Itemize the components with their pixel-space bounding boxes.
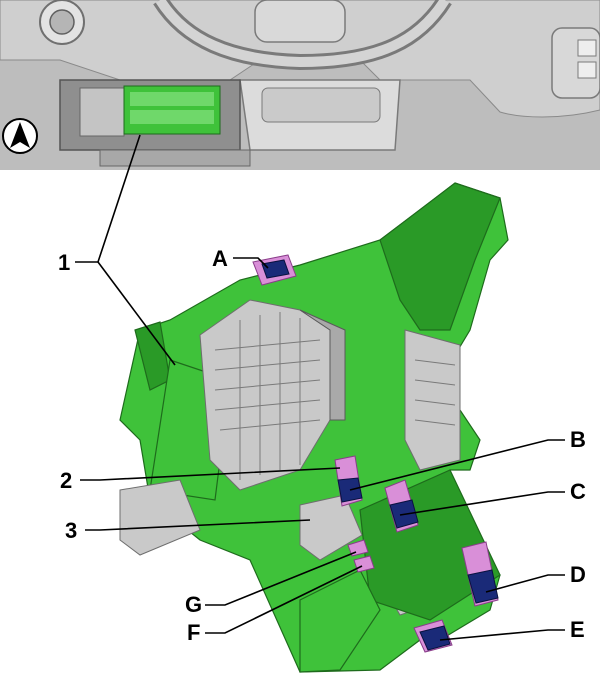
dashboard-inset [0,0,600,170]
leader-lines [75,134,565,641]
callout-c: C [570,479,586,504]
fuse-box-assembly [119,182,509,673]
arrow-up-icon [2,118,38,154]
callout-f: F [187,620,200,645]
connector-g [347,539,369,557]
callout-b: B [570,427,586,452]
connector-e [413,619,453,653]
callout-1: 1 [58,250,70,275]
callout-3: 3 [65,518,77,543]
callout-g: G [185,592,202,617]
callout-a: A [212,246,228,271]
callout-2: 2 [60,468,72,493]
connector-d [461,541,499,607]
connector-a [252,254,297,286]
callout-e: E [570,617,585,642]
callout-d: D [570,562,586,587]
